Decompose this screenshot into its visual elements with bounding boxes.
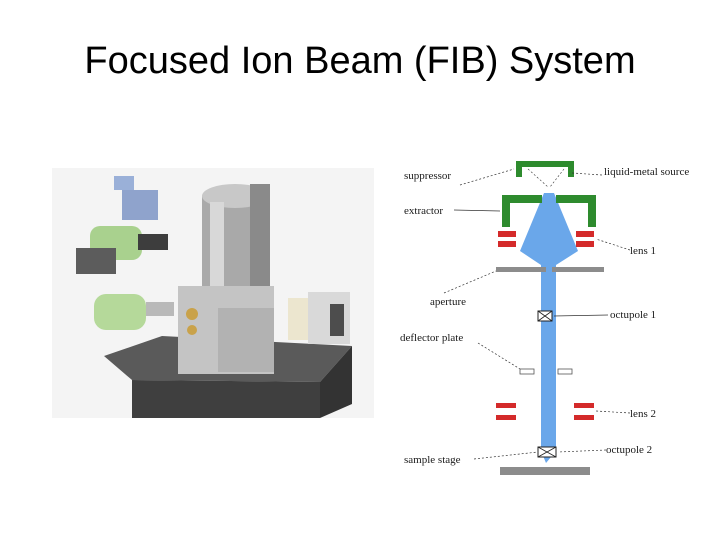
ion-beam [520, 193, 578, 463]
lens-2-left-bottom [496, 415, 516, 420]
label-lens-2: lens 2 [630, 408, 656, 420]
label-liquid-metal-source: liquid-metal source [604, 166, 689, 178]
deflector-plate-right [557, 368, 573, 375]
label-extractor: extractor [404, 205, 443, 217]
slide-title: Focused Ion Beam (FIB) System [84, 40, 636, 82]
label-suppressor: suppressor [404, 170, 451, 182]
label-aperture: aperture [430, 296, 466, 308]
aperture-plate-right [552, 267, 604, 272]
sample-stage [500, 467, 590, 475]
label-octupole-2: octupole 2 [606, 444, 652, 456]
label-octupole-1: octupole 1 [610, 309, 656, 321]
label-lens-1: lens 1 [630, 245, 656, 257]
lens-1-right-top [576, 231, 594, 237]
extractor-electrode [502, 195, 542, 227]
lens-1-left-bottom [498, 241, 516, 247]
suppressor-housing [516, 161, 574, 177]
label-deflector-plate: deflector plate [400, 332, 463, 344]
deflector-plate-left [519, 368, 535, 375]
lens-2-right-top [574, 403, 594, 408]
label-sample-stage: sample stage [404, 454, 461, 466]
fib-column-schematic: suppressor liquid-metal source extractor… [400, 161, 689, 475]
aperture-plate [496, 267, 546, 272]
fib-instrument-rendering [52, 168, 374, 418]
extractor-electrode-right [556, 195, 596, 227]
lens-1-left-top [498, 231, 516, 237]
lens-1-right-bottom [576, 241, 594, 247]
lens-2-right-bottom [574, 415, 594, 420]
lens-2-left-top [496, 403, 516, 408]
